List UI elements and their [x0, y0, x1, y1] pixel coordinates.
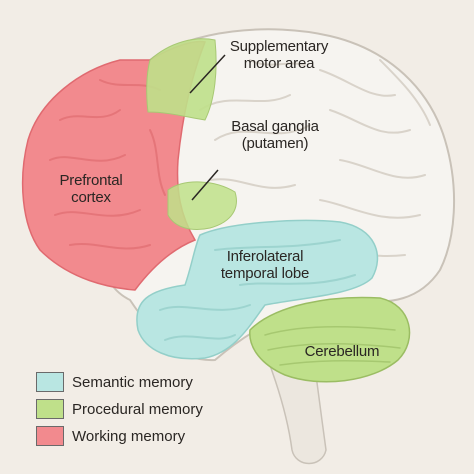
label-basal-ganglia-line1: Basal ganglia [231, 118, 319, 135]
label-prefrontal-line2: cortex [71, 189, 111, 206]
label-cerebellum: Cerebellum [300, 343, 384, 360]
label-prefrontal: Prefrontal cortex [48, 172, 134, 206]
legend-swatch-semantic [36, 372, 64, 392]
brain-stem [266, 359, 327, 465]
supplementary-motor-leader [189, 54, 226, 94]
label-basal-ganglia-line2: (putamen) [241, 135, 309, 152]
label-inferolateral: Inferolateral temporal lobe [208, 248, 322, 282]
gyri-texture [199, 59, 431, 257]
supplementary-motor-region [146, 38, 217, 121]
legend-swatch-procedural [36, 399, 64, 419]
basal-ganglia-leader [191, 169, 219, 201]
label-inferolateral-line1: Inferolateral [226, 248, 304, 265]
label-supplementary-motor-line2: motor area [243, 55, 315, 72]
legend-item-procedural: Procedural memory [36, 398, 203, 420]
cerebellum-texture [264, 325, 401, 366]
legend-label-semantic: Semantic memory [72, 373, 193, 391]
legend-label-working: Working memory [72, 427, 186, 445]
label-inferolateral-line2: temporal lobe [220, 265, 310, 282]
legend-item-semantic: Semantic memory [36, 371, 193, 393]
label-cerebellum-text: Cerebellum [304, 343, 380, 360]
temporal-lobe-region [136, 219, 379, 360]
temporal-texture [159, 239, 356, 341]
legend-item-working: Working memory [36, 425, 185, 447]
label-prefrontal-line1: Prefrontal [59, 172, 123, 189]
label-supplementary-motor-line1: Supplementary [229, 38, 329, 55]
basal-ganglia-region [167, 181, 237, 230]
label-basal-ganglia: Basal ganglia (putamen) [222, 118, 328, 152]
legend-label-procedural: Procedural memory [72, 400, 203, 418]
legend-swatch-working [36, 426, 64, 446]
label-supplementary-motor: Supplementary motor area [222, 38, 336, 72]
